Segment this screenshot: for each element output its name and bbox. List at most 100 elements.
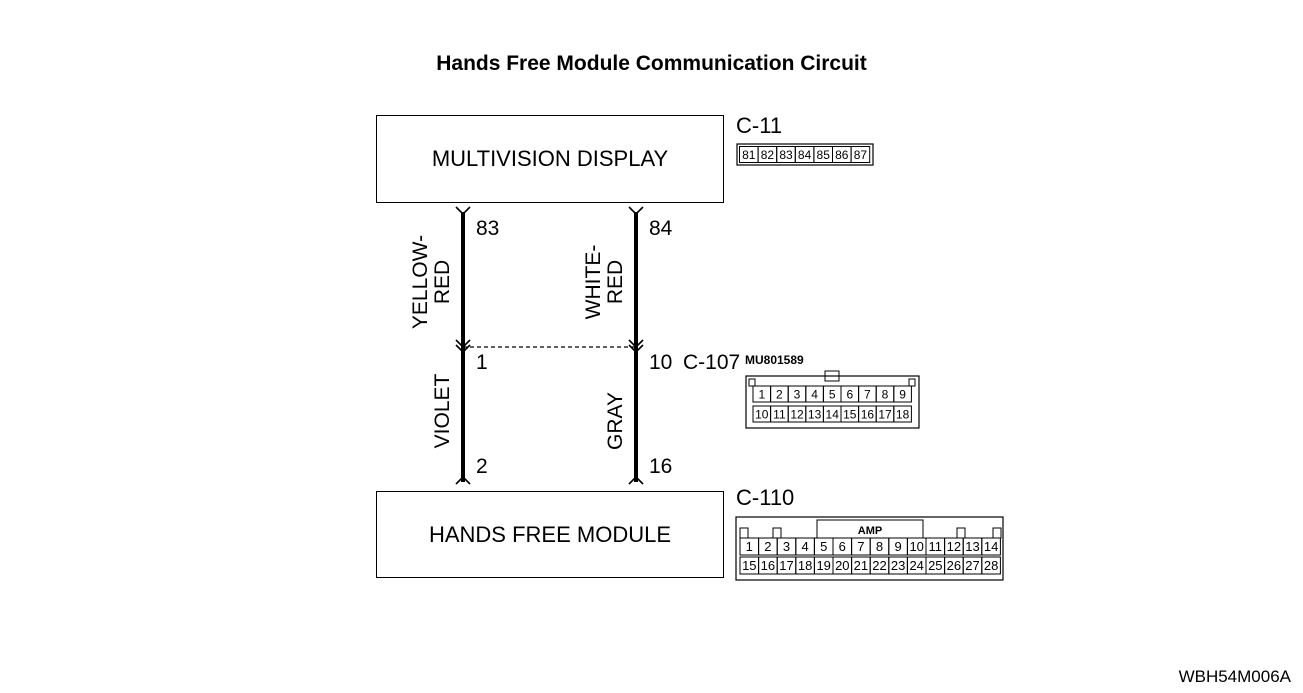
pin-number-86: 86 [835,148,849,162]
pin-2: 2 [476,455,488,478]
connector-c110-latch-1 [739,527,749,539]
pin-number-83: 83 [779,148,793,162]
pin-number-16: 16 [761,558,775,573]
connector-c110-latch-3 [956,527,966,539]
connector-c110-latch-2 [772,527,782,539]
pin-number-17: 17 [779,558,793,573]
pin-number-12: 12 [947,539,961,554]
pin-1: 1 [476,351,488,374]
wire-color-violet: VIOLET [430,373,454,449]
pin-number-12: 12 [790,407,804,421]
pin-number-15: 15 [742,558,756,573]
pin-number-28: 28 [984,558,998,573]
hands-free-module-label: HANDS FREE MODULE [428,521,672,547]
pin-number-8: 8 [882,387,889,401]
pin-cell-9 [893,385,912,403]
pin-number-1: 1 [746,539,753,554]
pin-number-85: 85 [817,148,831,162]
pin-number-19: 19 [816,558,830,573]
connector-c110-latch-4 [992,527,1002,539]
pin-84: 84 [649,217,673,240]
pin-number-17: 17 [878,407,892,421]
pin-number-9: 9 [899,387,906,401]
pin-number-20: 20 [835,558,849,573]
pin-number-5: 5 [829,387,836,401]
pin-number-14: 14 [984,539,998,554]
pin-number-13: 13 [808,407,822,421]
pin-10: 10 [649,351,673,374]
left-wire-joint-mark-2 [455,344,471,354]
pin-number-87: 87 [854,148,868,162]
pin-number-18: 18 [798,558,812,573]
pin-cell-87 [850,146,871,163]
connector-c107-key [824,370,840,382]
pin-cell-14 [981,537,1001,556]
pin-number-1: 1 [758,387,765,401]
pin-number-26: 26 [947,558,961,573]
multivision-display-box: MULTIVISION DISPLAY [376,115,724,203]
connector-c11-outline [736,143,874,166]
pin-number-4: 4 [811,387,818,401]
connector-c11-label: C-11 [736,113,783,138]
connector-c110-label: C-110 [736,485,795,510]
pin-16: 16 [649,455,673,478]
pin-number-3: 3 [794,387,801,401]
pin-number-82: 82 [761,148,775,162]
pin-number-2: 2 [776,387,783,401]
pin-number-84: 84 [798,148,812,162]
pin-number-7: 7 [857,539,864,554]
pin-number-11: 11 [929,539,943,554]
connector-c110-outline [735,516,1004,581]
connector-c107-part-number: MU801589 [745,353,804,367]
pin-number-15: 15 [843,407,857,421]
pin-cell-18 [893,405,912,423]
diagram-title: Hands Free Module Communication Circuit [436,52,867,75]
pin-number-16: 16 [861,407,875,421]
pin-number-2: 2 [764,539,771,554]
multivision-display-label: MULTIVISION DISPLAY [431,146,669,171]
wire-color-red: RED [431,259,454,305]
pin-number-10: 10 [755,407,769,421]
pin-number-81: 81 [742,148,756,162]
pin-83: 83 [476,217,500,240]
pin-cell-28 [981,556,1001,575]
pin-number-7: 7 [864,387,871,401]
hands-free-module-box: HANDS FREE MODULE [376,491,724,578]
pin-number-11: 11 [773,407,786,421]
pin-number-4: 4 [801,539,808,554]
connector-c110-hood [816,519,924,538]
pin-number-21: 21 [854,558,868,573]
pin-number-9: 9 [894,539,901,554]
connector-c107-latch-right [908,378,916,387]
pin-number-24: 24 [909,558,923,573]
pin-number-22: 22 [872,558,886,573]
right-wire-joint-mark-1 [628,339,644,349]
pin-number-3: 3 [783,539,790,554]
pin-number-13: 13 [965,539,979,554]
right-wire-bottom-mark [628,475,644,485]
left-wire-top-mark [455,206,471,216]
pin-number-18: 18 [896,407,910,421]
wire-color-gray: GRAY [603,392,627,450]
connector-c11-face: 81 82 83 84 85 86 87 [736,143,874,166]
right-wire-top-mark [628,206,644,216]
connector-c110-tag: AMP [858,525,882,537]
pin-number-10: 10 [909,539,923,554]
pin-number-6: 6 [839,539,846,554]
pin-number-23: 23 [891,558,905,573]
connector-c107-label: C-107 [683,351,741,374]
left-wire-bottom-mark [455,475,471,485]
wire-color-white: WHITE- [581,244,605,320]
pin-number-27: 27 [965,558,979,573]
wire-color-red: RED [604,259,627,305]
figure-reference-code: WBH54M006A [1178,667,1291,686]
pin-number-14: 14 [826,407,840,421]
pin-number-6: 6 [846,387,853,401]
wire-color-yellow: YELLOW- [408,234,432,330]
connector-c107-latch-left [748,378,756,387]
pin-number-5: 5 [820,539,827,554]
connector-c107-outline [745,375,920,429]
